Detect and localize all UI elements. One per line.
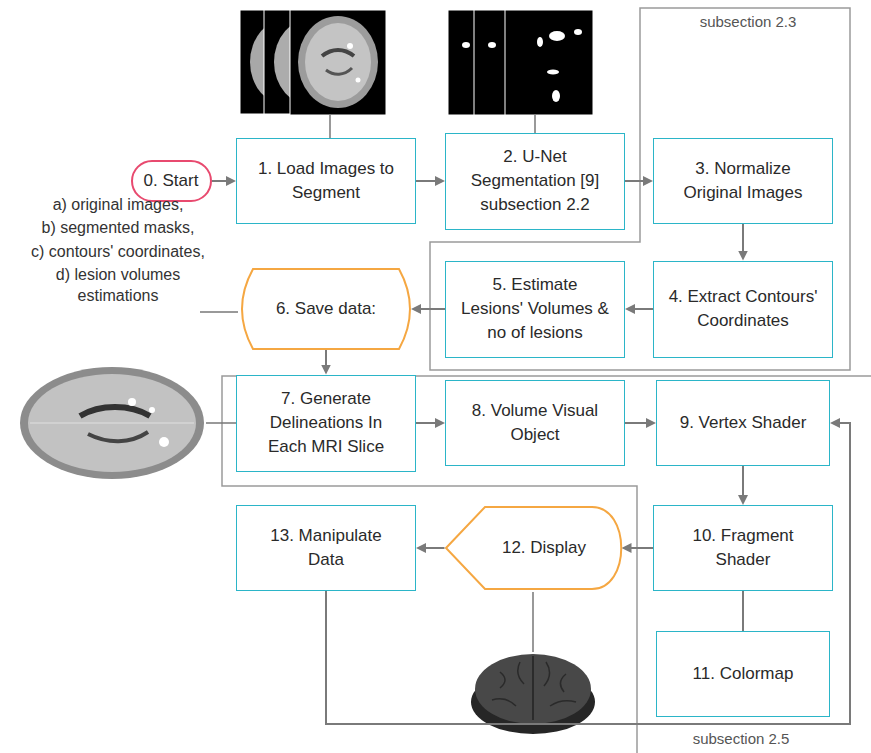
process-box: 11. Colormap xyxy=(656,631,830,717)
node-text: 1. Load Images to Segment xyxy=(251,157,401,205)
flow-arrow xyxy=(742,466,744,497)
flow-arrow xyxy=(742,224,744,253)
flow-arrow xyxy=(625,422,648,424)
lesion-spot xyxy=(149,407,155,413)
brain-tissue xyxy=(305,23,371,101)
process-box: 4. Extract Contours' Coordinates xyxy=(653,261,833,358)
node-text: 13. Manipulate Data xyxy=(251,524,401,572)
node-text: 4. Extract Contours' Coordinates xyxy=(668,285,818,333)
mask-stack xyxy=(448,10,593,138)
node-text: 12. Display xyxy=(502,536,586,560)
brain-slice xyxy=(298,16,378,108)
leader-line xyxy=(200,311,238,313)
flow-arrow xyxy=(416,422,437,424)
display-shape-outline xyxy=(446,507,621,589)
brain-tissue xyxy=(28,374,196,472)
mask-slice xyxy=(505,10,593,115)
data-store-shape: 6. Save data: xyxy=(241,268,411,350)
ventricle xyxy=(322,50,354,56)
data-store-shape-outline xyxy=(242,269,410,349)
leader-line xyxy=(206,422,239,424)
brain-outline xyxy=(20,367,204,479)
mask-blob xyxy=(547,70,559,75)
section-label: subsection 2.3 xyxy=(668,12,828,32)
node-text: 0. Start xyxy=(144,169,199,193)
section-label: subsection 2.5 xyxy=(661,729,821,749)
data-note: b) segmented masks, xyxy=(13,218,223,239)
ventricle xyxy=(80,407,150,416)
delineated-mri-slice xyxy=(20,367,239,479)
data-note: a) original images, xyxy=(13,195,223,216)
rendered-brain xyxy=(471,592,595,734)
node-text: 3. Normalize Original Images xyxy=(668,157,818,205)
process-box: 5. Estimate Lesions' Volumes & no of les… xyxy=(445,261,625,358)
ventricle xyxy=(326,68,352,74)
midline xyxy=(30,423,194,424)
flow-arrow xyxy=(633,308,653,310)
mask-blob xyxy=(488,42,496,48)
lesion-spot xyxy=(159,437,169,447)
mri-slice xyxy=(290,10,386,115)
process-box: 8. Volume Visual Object xyxy=(445,380,625,466)
leader-line xyxy=(532,592,534,652)
node-text: 8. Volume Visual Object xyxy=(460,399,610,447)
process-box: 1. Load Images to Segment xyxy=(236,138,416,224)
lesion-spot xyxy=(128,398,136,406)
flow-arrow xyxy=(419,308,445,310)
node-text: 7. Generate Delineations In Each MRI Sli… xyxy=(251,387,401,458)
flow-arrow xyxy=(325,350,327,367)
section-bracket xyxy=(430,8,850,370)
lesion-spot xyxy=(356,78,361,83)
node-text: 2. U-Net Segmentation [9] subsection 2.2 xyxy=(460,145,610,216)
mask-blob xyxy=(537,37,543,47)
brain-fold xyxy=(492,662,576,706)
flow-arrow xyxy=(416,180,437,182)
brain-surface xyxy=(475,654,591,724)
flow-arrow xyxy=(630,547,654,549)
mask-blob xyxy=(552,90,560,102)
flow-arrow xyxy=(742,591,744,631)
mri-slice-stack xyxy=(240,10,386,138)
display-shape: 12. Display xyxy=(445,506,622,590)
flow-arrow xyxy=(625,180,645,182)
brain-midline xyxy=(532,656,534,720)
mask-blob xyxy=(549,31,565,41)
process-box: 3. Normalize Original Images xyxy=(653,138,833,224)
lesion-spot xyxy=(347,43,353,49)
mask-blob xyxy=(574,29,582,35)
flow-arrow xyxy=(212,180,229,182)
data-note: d) lesion volumes estimations xyxy=(43,265,193,307)
node-text: 10. Fragment Shader xyxy=(668,524,818,572)
data-note: c) contours' coordinates, xyxy=(13,242,223,263)
process-box: 10. Fragment Shader xyxy=(653,505,833,591)
node-text: 5. Estimate Lesions' Volumes & no of les… xyxy=(460,273,610,344)
leader-line xyxy=(329,115,331,138)
node-text: 6. Save data: xyxy=(276,297,376,321)
mask-blob xyxy=(462,42,470,48)
flow-arrow xyxy=(424,547,445,549)
process-box: 7. Generate Delineations In Each MRI Sli… xyxy=(236,375,416,472)
process-box: 2. U-Net Segmentation [9] subsection 2.2 xyxy=(445,133,625,230)
node-text: 9. Vertex Shader xyxy=(680,411,807,435)
process-box: 9. Vertex Shader xyxy=(656,380,830,466)
node-text: 11. Colormap xyxy=(693,662,794,686)
ventricle xyxy=(88,432,148,441)
process-box: 13. Manipulate Data xyxy=(236,505,416,591)
